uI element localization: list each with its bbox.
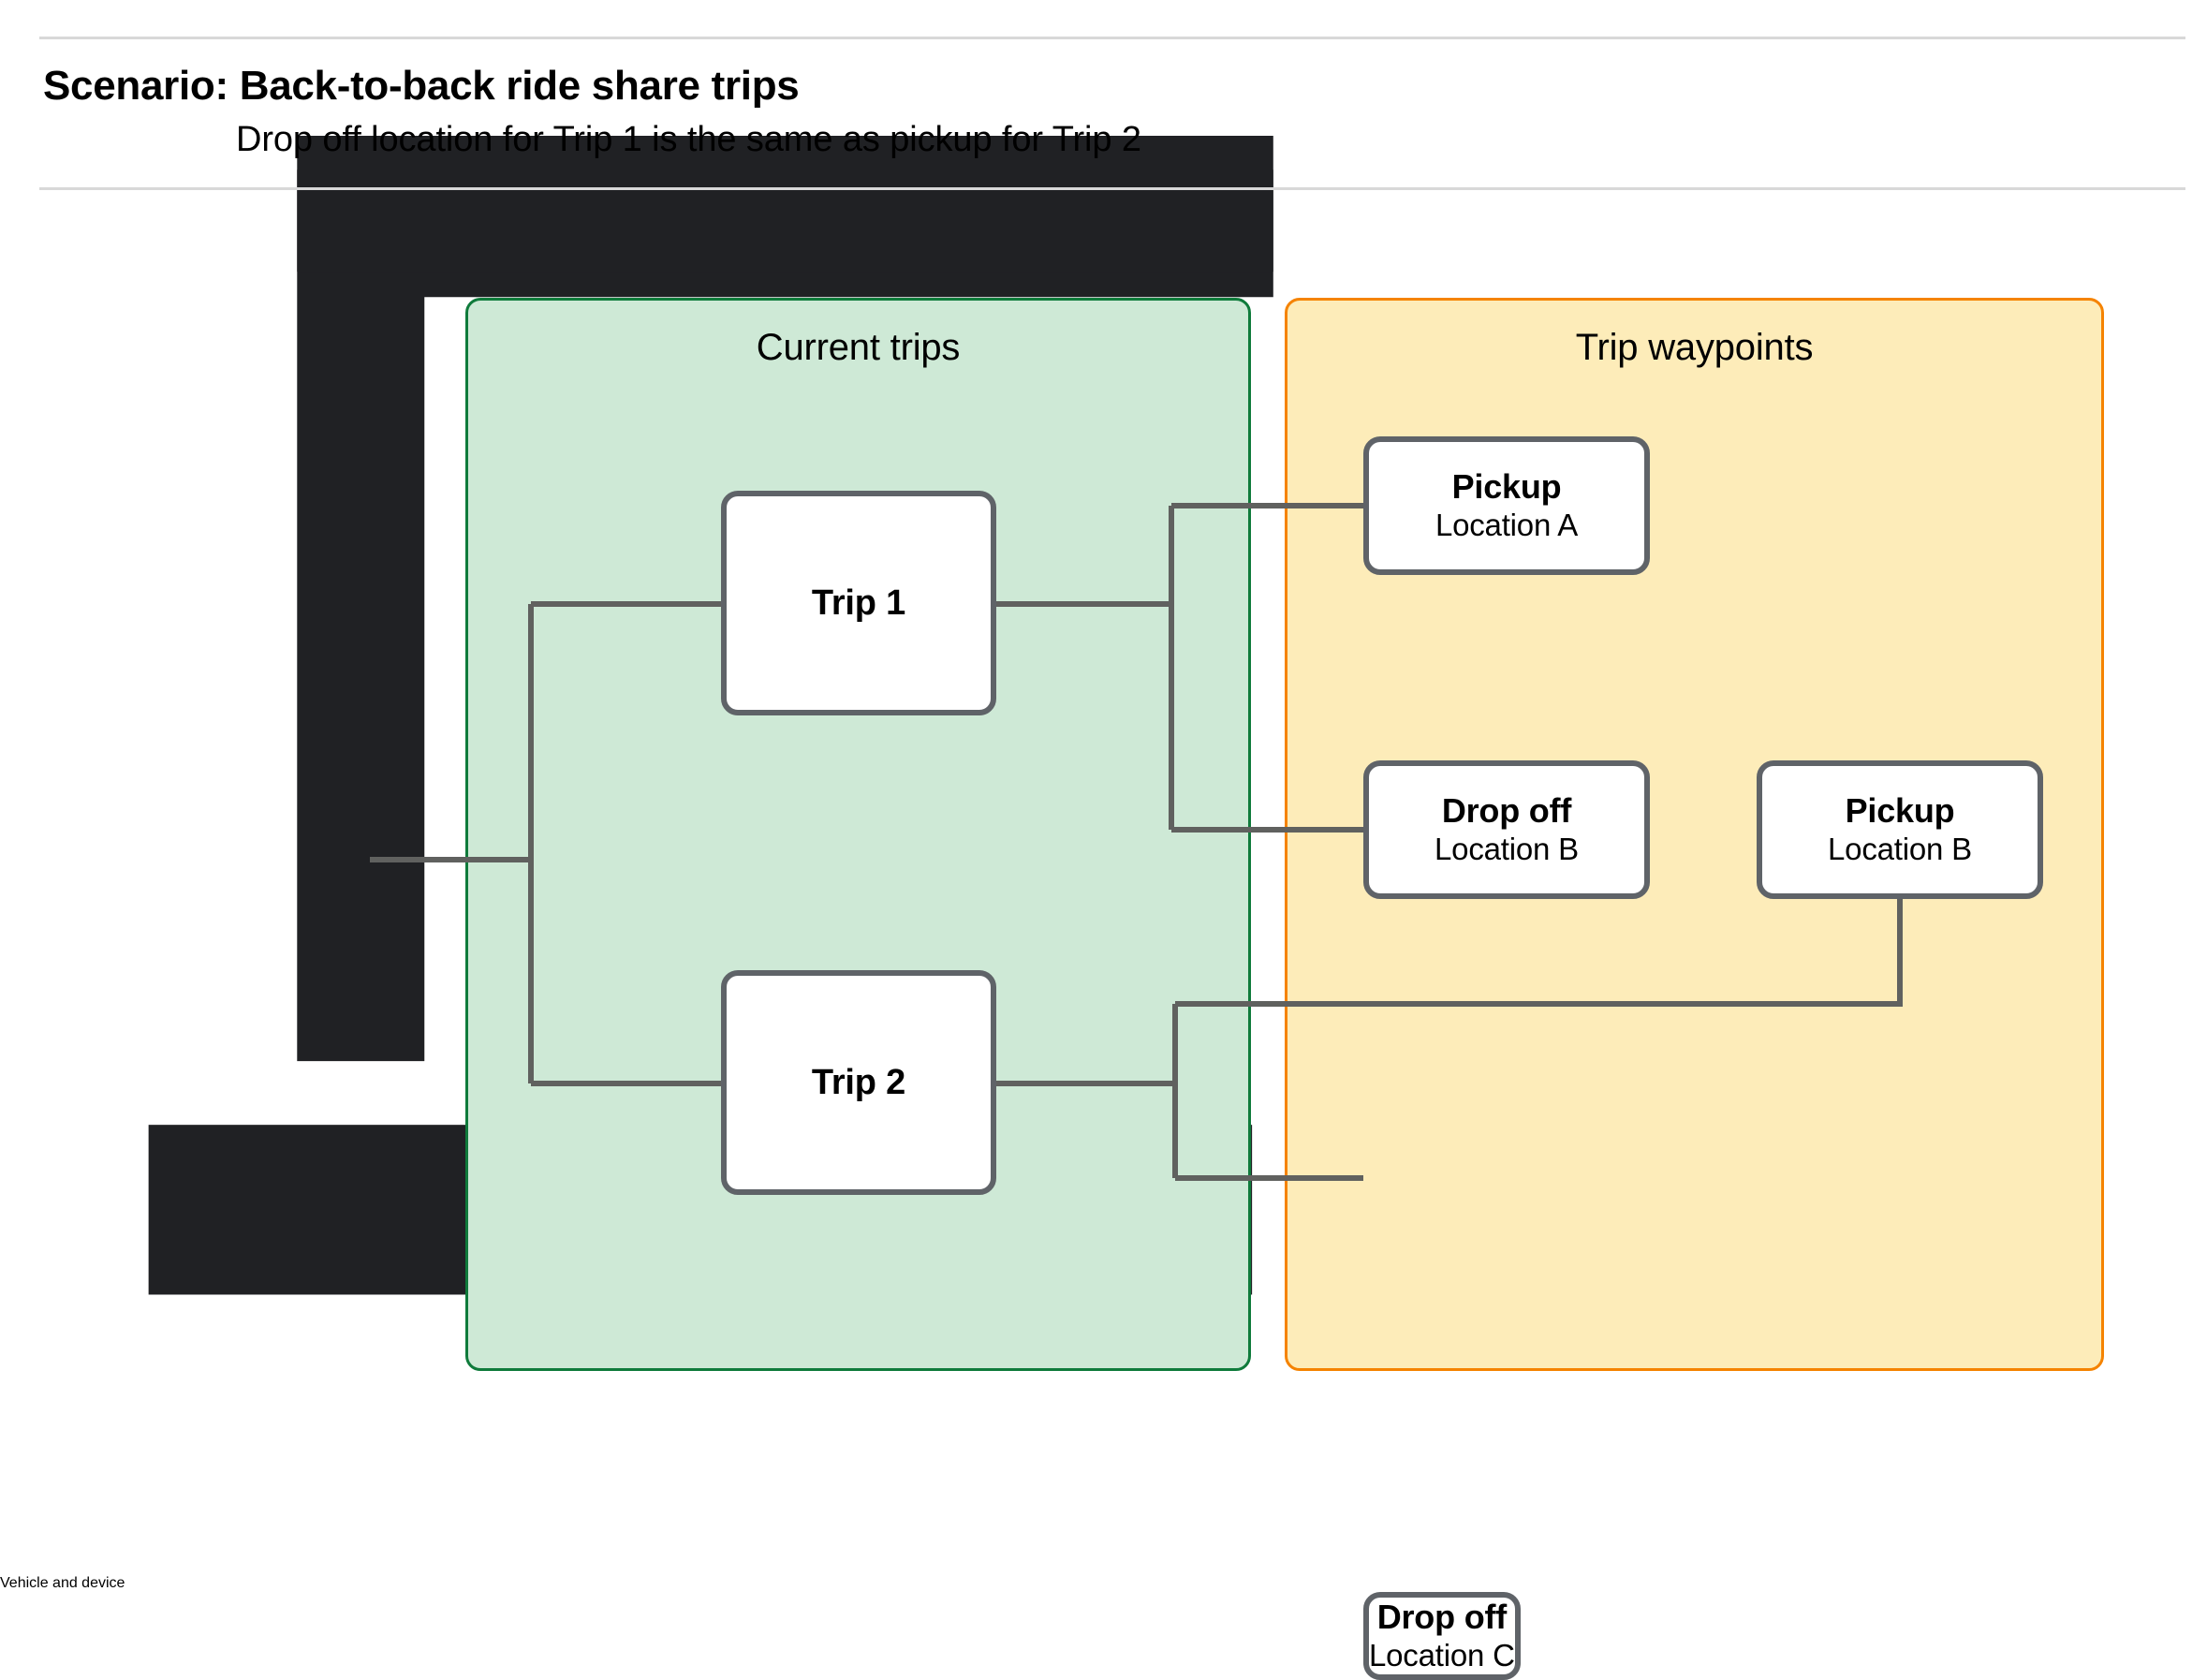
waypoint-pickup-location-b[interactable]: Pickup Location B: [1757, 760, 2043, 899]
waypoint-type-label: Drop off: [1441, 791, 1572, 831]
waypoint-pickup-location-a[interactable]: Pickup Location A: [1363, 436, 1650, 575]
panel-current-trips: Current trips: [465, 298, 1251, 1371]
trip-2-label: Trip 2: [811, 1062, 906, 1102]
page-subtitle: Drop off location for Trip 1 is the same…: [236, 120, 1141, 159]
waypoint-type-label: Pickup: [1845, 791, 1955, 831]
trip-1-label: Trip 1: [811, 582, 906, 623]
vehicle-and-device-label: Vehicle and device: [0, 1575, 125, 1592]
waypoint-type-label: Drop off: [1376, 1598, 1508, 1637]
waypoint-location-label: Location A: [1435, 507, 1579, 542]
trip-2-node[interactable]: Trip 2: [721, 970, 996, 1195]
page-title: Scenario: Back-to-back ride share trips: [43, 63, 800, 109]
header-divider-bottom: [39, 187, 2185, 190]
panel-current-trips-title: Current trips: [756, 327, 961, 368]
waypoint-dropoff-location-b[interactable]: Drop off Location B: [1363, 760, 1650, 899]
waypoint-type-label: Pickup: [1451, 467, 1562, 507]
waypoint-location-label: Location C: [1369, 1637, 1515, 1673]
header-divider-top: [39, 37, 2185, 39]
waypoint-location-label: Location B: [1828, 831, 1972, 866]
panel-trip-waypoints-title: Trip waypoints: [1575, 327, 1814, 368]
waypoint-dropoff-location-c[interactable]: Drop off Location C: [1363, 1592, 1521, 1680]
waypoint-location-label: Location B: [1435, 831, 1579, 866]
trip-1-node[interactable]: Trip 1: [721, 491, 996, 715]
